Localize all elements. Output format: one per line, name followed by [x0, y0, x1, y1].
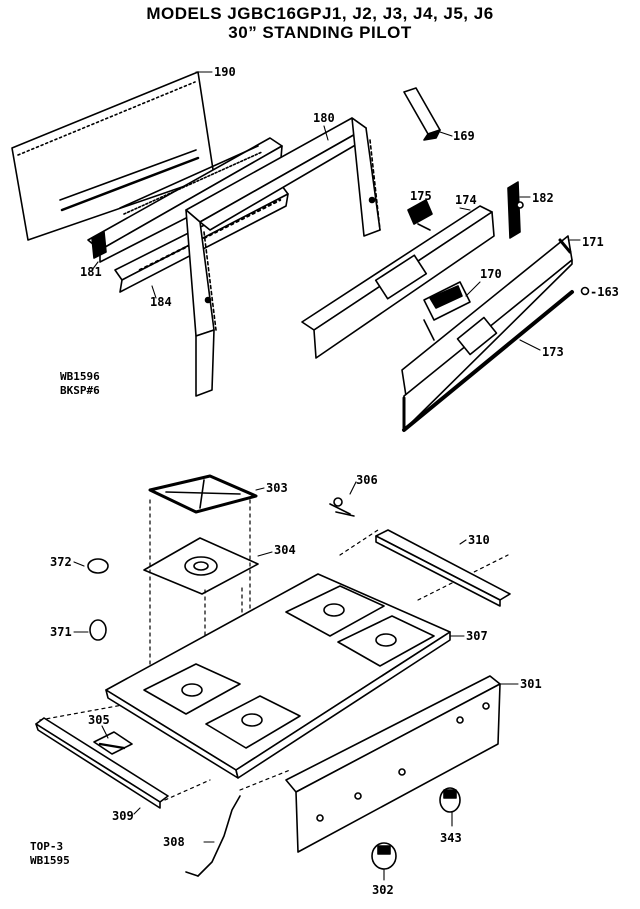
part-169-end-cap[interactable]	[403, 87, 441, 141]
note-wb1596: WB1596	[60, 370, 100, 383]
part-371-knob[interactable]	[89, 619, 107, 641]
label-306: 306	[356, 473, 378, 487]
diagram-title-pilot: 30” STANDING PILOT	[228, 23, 412, 42]
note-bksp6: BKSP#6	[60, 384, 100, 397]
note-wb1595: WB1595	[30, 854, 70, 867]
part-170-switch[interactable]	[423, 281, 471, 341]
part-305-bracket[interactable]	[93, 731, 133, 755]
label-182: 182	[532, 191, 554, 205]
label-181: 181	[80, 265, 102, 279]
part-306-orifice[interactable]	[329, 497, 355, 517]
label-170: 170	[480, 267, 502, 281]
part-163-screw[interactable]	[580, 286, 590, 296]
note-top3: TOP-3	[30, 840, 63, 853]
label-171: 171	[582, 235, 604, 249]
label-308: 308	[163, 835, 185, 849]
label-169: 169	[453, 129, 475, 143]
label-163: -163	[590, 285, 619, 299]
diagram-title-models: MODELS JGBC16GPJ1, J2, J3, J4, J5, J6	[146, 4, 494, 23]
label-304: 304	[274, 543, 296, 557]
part-308-tube[interactable]	[185, 795, 241, 877]
part-180-backguard-frame[interactable]	[185, 117, 381, 397]
label-301: 301	[520, 677, 542, 691]
part-304-drip-pan[interactable]	[143, 537, 259, 595]
label-372: 372	[50, 555, 72, 569]
label-184: 184	[150, 295, 172, 309]
part-171-glass-panel[interactable]	[401, 235, 574, 432]
part-182-bracket[interactable]	[507, 181, 524, 239]
label-180: 180	[313, 111, 335, 125]
label-343: 343	[440, 831, 462, 845]
label-309: 309	[112, 809, 134, 823]
part-343-valve[interactable]	[439, 787, 461, 813]
part-181-bracket[interactable]	[87, 137, 283, 263]
part-303-grate[interactable]	[148, 474, 258, 514]
label-173: 173	[542, 345, 564, 359]
part-309-front-trim[interactable]	[35, 717, 169, 809]
label-371: 371	[50, 625, 72, 639]
part-372-knob[interactable]	[87, 558, 109, 574]
label-303: 303	[266, 481, 288, 495]
label-302: 302	[372, 883, 394, 897]
label-174: 174	[455, 193, 477, 207]
label-307: 307	[466, 629, 488, 643]
label-310: 310	[468, 533, 490, 547]
part-307-cooktop[interactable]	[105, 573, 451, 779]
label-190: 190	[214, 65, 236, 79]
part-174-control-panel[interactable]	[301, 205, 495, 359]
label-305: 305	[88, 713, 110, 727]
part-302-valve[interactable]	[371, 842, 397, 870]
label-175: 175	[410, 189, 432, 203]
part-310-trim-strip[interactable]	[375, 529, 511, 607]
